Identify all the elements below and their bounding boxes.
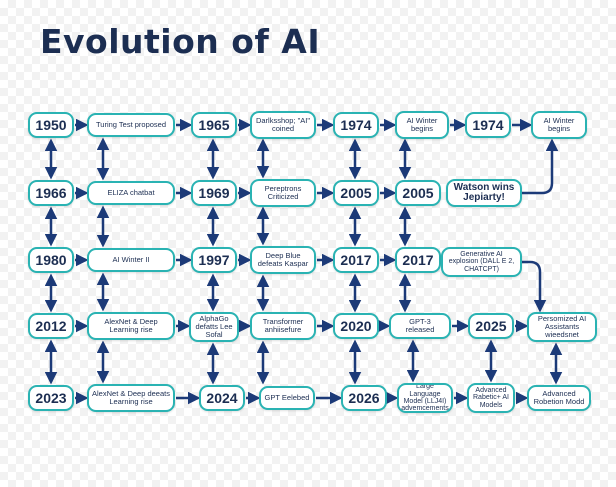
event-node-llm: Large Language Model (LLJ4I) advemcement… — [397, 383, 453, 413]
year-node-2020: 2020 — [333, 313, 379, 339]
year-node-1997: 1997 — [191, 247, 237, 273]
year-node-1965: 1965 — [191, 112, 237, 138]
year-node-1974-a: 1974 — [333, 112, 379, 138]
event-node-ai-winter-ii: AI Winter II — [87, 248, 175, 272]
event-node-alphago: AlphaGo defatts Lee Sofal — [189, 312, 239, 342]
event-node-eliza: ELIZA chatbat — [87, 181, 175, 205]
event-node-deep-blue: Deep Blue defeats Kaspar — [250, 246, 316, 274]
event-node-alexnet: AlexNet & Deep Learning rise — [87, 312, 175, 340]
elbow-arrow-genai-to-assistants — [522, 260, 547, 313]
year-node-2005-b: 2005 — [395, 180, 441, 206]
year-node-2025: 2025 — [468, 313, 514, 339]
event-node-robotic-ai: Advanced Rabetic+ AI Models — [467, 383, 515, 413]
event-node-ai-coined: Darlksshop; "AI" coined — [250, 111, 316, 139]
event-node-generative-ai: Generative AI explosion (DALL E 2, CHATC… — [441, 247, 522, 277]
year-node-1950: 1950 — [28, 112, 74, 138]
year-node-2023: 2023 — [28, 385, 74, 411]
event-node-ai-winter-begins-a: AI Winter begins — [395, 111, 449, 139]
year-node-2024: 2024 — [199, 385, 245, 411]
event-node-alexnet-deep: AlexNet & Deep deeats Learning rise — [87, 384, 175, 412]
year-node-1966: 1966 — [28, 180, 74, 206]
event-node-gpt3: GPT-3 released — [389, 313, 451, 339]
elbow-arrow-watson-to-winter — [522, 138, 559, 195]
event-node-turing-test: Turing Test proposed — [87, 113, 175, 137]
year-node-2005-a: 2005 — [333, 180, 379, 206]
event-node-transformer: Transformer anhiisefure — [250, 312, 316, 340]
event-node-robotion-model: Advanced Robetion Modd — [527, 385, 591, 411]
year-node-1969: 1969 — [191, 180, 237, 206]
event-node-assistants: Persomized AI Assistants wieedsnet — [527, 312, 597, 342]
event-node-ai-winter-begins-b: AI Winter begins — [531, 111, 587, 139]
year-node-2017-b: 2017 — [395, 247, 441, 273]
year-node-2026: 2026 — [341, 385, 387, 411]
page-title: Evolution of AI — [40, 22, 321, 61]
year-node-1980: 1980 — [28, 247, 74, 273]
event-node-perceptrons: Pereptrons Criticized — [250, 179, 316, 207]
event-node-watson: Watson wins Jepiarty! — [446, 179, 522, 207]
event-node-gpt-released: GPT Eelebed — [259, 386, 315, 410]
year-node-2012: 2012 — [28, 313, 74, 339]
year-node-1974-b: 1974 — [465, 112, 511, 138]
year-node-2017-a: 2017 — [333, 247, 379, 273]
